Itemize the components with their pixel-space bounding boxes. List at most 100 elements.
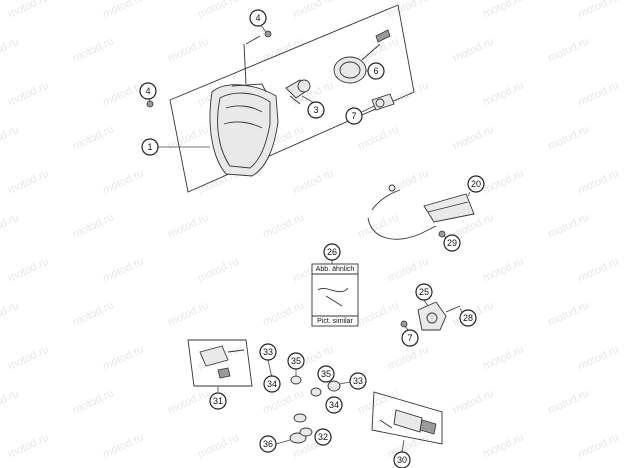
watermark-text: motod.ru — [546, 211, 590, 240]
watermark-text: motod.ru — [71, 211, 115, 240]
watermark-text: motod.ru — [291, 167, 335, 196]
callout-20[interactable]: 20 — [467, 175, 485, 193]
watermark-text: motod.ru — [196, 255, 240, 284]
callout-32[interactable]: 32 — [314, 428, 332, 446]
note-top-label: Abb. ähnlich — [316, 266, 355, 273]
callout-31[interactable]: 31 — [209, 392, 227, 410]
watermark-text: motod.ru — [101, 255, 145, 284]
callout-26[interactable]: 26 — [323, 243, 341, 261]
callout-25[interactable]: 25 — [415, 283, 433, 301]
callout-7-upper[interactable]: 7 — [345, 107, 363, 125]
watermark-text: motod.ru — [101, 167, 145, 196]
svg-text:35: 35 — [291, 356, 301, 366]
watermark-text: motod.ru — [576, 343, 620, 372]
watermark-text: motod.ru — [356, 299, 400, 328]
watermark-text: motod.ru — [576, 255, 620, 284]
callout-29[interactable]: 29 — [443, 234, 461, 252]
watermark-text: motod.ru — [576, 79, 620, 108]
headlight-cover — [423, 193, 475, 238]
callout-28[interactable]: 28 — [459, 309, 477, 327]
right-indicator-panel — [371, 391, 443, 445]
watermark-text: motod.ru — [101, 79, 145, 108]
watermark-text: motod.ru — [0, 299, 21, 328]
callout-4-upper[interactable]: 4 — [249, 9, 267, 27]
watermark-text: motod.ru — [6, 0, 50, 21]
watermark-text: motod.ru — [71, 299, 115, 328]
svg-text:34: 34 — [267, 379, 277, 389]
svg-text:34: 34 — [329, 400, 339, 410]
watermark-text: motod.ru — [386, 0, 430, 21]
callout-34-right[interactable]: 34 — [325, 396, 343, 414]
watermark-text: motod.ru — [546, 387, 590, 416]
watermark-text: motod.ru — [576, 431, 620, 460]
watermark-text: motod.ru — [166, 211, 210, 240]
watermark-text: motod.ru — [481, 0, 525, 21]
callout-1[interactable]: 1 — [141, 138, 159, 156]
watermark-text: motod.ru — [6, 343, 50, 372]
callout-4-left[interactable]: 4 — [139, 82, 157, 100]
callout-35-left[interactable]: 35 — [287, 352, 305, 370]
svg-text:4: 4 — [255, 13, 260, 23]
callout-7-lower[interactable]: 7 — [401, 329, 419, 347]
wiring-harness — [367, 184, 437, 240]
watermark-text: motod.ru — [481, 431, 525, 460]
svg-text:28: 28 — [463, 313, 473, 323]
svg-text:6: 6 — [373, 66, 378, 76]
svg-text:33: 33 — [263, 347, 273, 357]
callout-6[interactable]: 6 — [367, 62, 385, 80]
headlight-assembly-frame — [169, 4, 415, 193]
callout-34-left[interactable]: 34 — [263, 375, 281, 393]
watermark-text: motod.ru — [481, 79, 525, 108]
watermark-text: motod.ru — [261, 299, 305, 328]
watermark-text: motod.ru — [0, 123, 21, 152]
watermark-text: motod.ru — [196, 0, 240, 21]
watermark-text: motod.ru — [166, 299, 210, 328]
callout-36[interactable]: 36 — [259, 435, 277, 453]
watermark-text: motod.ru — [356, 123, 400, 152]
svg-text:20: 20 — [471, 179, 481, 189]
callout-35-right[interactable]: 35 — [317, 365, 335, 383]
watermark-text: motod.ru — [481, 167, 525, 196]
svg-text:32: 32 — [318, 432, 328, 442]
watermark-text: motod.ru — [6, 79, 50, 108]
watermark-text: motod.ru — [0, 211, 21, 240]
svg-text:3: 3 — [313, 105, 318, 115]
watermark-text: motod.ru — [196, 431, 240, 460]
watermark-text: motod.ru — [261, 35, 305, 64]
svg-text:25: 25 — [419, 287, 429, 297]
watermark-text: motod.ru — [71, 123, 115, 152]
svg-text:7: 7 — [407, 333, 412, 343]
watermark-text: motod.ru — [6, 255, 50, 284]
left-indicator-panel — [187, 339, 253, 387]
watermark-text: motod.ru — [451, 387, 495, 416]
watermark-text: motod.ru — [386, 255, 430, 284]
callout-3[interactable]: 3 — [307, 101, 325, 119]
watermark-text: motod.ru — [386, 343, 430, 372]
watermark-text: motod.ru — [481, 343, 525, 372]
headlight-bulb — [285, 79, 311, 105]
watermark-text: motod.ru — [481, 255, 525, 284]
watermark-text: motod.ru — [166, 123, 210, 152]
callout-33-left[interactable]: 33 — [259, 343, 277, 361]
watermark-text: motod.ru — [356, 387, 400, 416]
svg-text:36: 36 — [263, 439, 273, 449]
watermark-text: motod.ru — [101, 343, 145, 372]
svg-text:31: 31 — [213, 396, 223, 406]
watermark-text: motod.ru — [71, 35, 115, 64]
watermark-layer: motod.ru motod.ru motod.ru motod.ru motod.ru… — [0, 0, 621, 461]
svg-text:26: 26 — [327, 247, 337, 257]
watermark-text: motod.ru — [451, 35, 495, 64]
watermark-text: motod.ru — [546, 35, 590, 64]
watermark-text: motod.ru — [546, 299, 590, 328]
callout-30[interactable]: 30 — [393, 451, 411, 468]
watermark-text: motod.ru — [101, 0, 145, 21]
callout-33-right[interactable]: 33 — [349, 372, 367, 390]
similar-picture-note: Abb. ähnlich Pict. similar — [311, 260, 359, 327]
svg-text:29: 29 — [447, 238, 457, 248]
watermark-text: motod.ru — [291, 0, 335, 21]
watermark-text: motod.ru — [0, 35, 21, 64]
watermark-text: motod.ru — [356, 211, 400, 240]
turn-signal-unit — [400, 301, 461, 331]
screw-parts — [146, 30, 272, 108]
